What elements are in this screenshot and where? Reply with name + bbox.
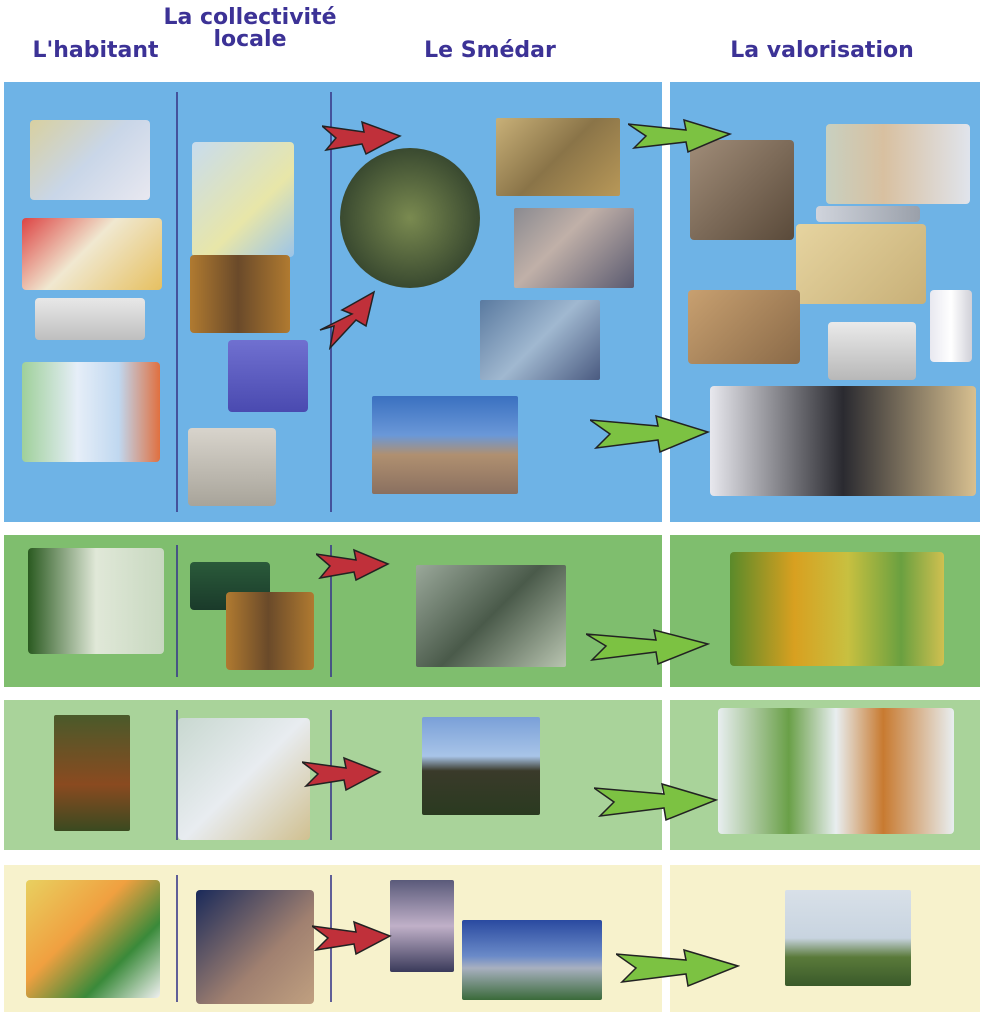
incineration-plant-image xyxy=(462,920,602,1000)
header-collectivite: La collectivité locale xyxy=(160,7,340,51)
green-arrow-green-waste xyxy=(594,782,718,822)
header-collectivite-line2: locale xyxy=(213,27,287,52)
metal-bales-image xyxy=(514,208,634,288)
glass-bottles-image xyxy=(28,548,164,654)
header-smedar: Le Smédar xyxy=(424,38,556,63)
garden-waste-image xyxy=(54,715,130,831)
plastic-bales-image xyxy=(480,300,600,380)
composting-image xyxy=(422,717,540,815)
header-valorisation: La valorisation xyxy=(730,38,914,63)
wrench-image xyxy=(816,206,920,222)
cardboard-box-image xyxy=(688,290,800,364)
green-bin-image xyxy=(178,718,310,840)
grey-container-image xyxy=(188,428,276,506)
green-arrow-glass xyxy=(586,628,710,666)
green-arrow-to-metals xyxy=(628,118,732,154)
red-arrow-to-sorting-1 xyxy=(322,120,402,156)
blue-container-image xyxy=(228,340,308,412)
packaging-boxes-image xyxy=(22,218,162,290)
red-arrow-to-sorting-2 xyxy=(319,290,376,350)
divider-collectivite-smedar-2 xyxy=(330,545,332,677)
paper-bales-image xyxy=(496,118,620,196)
divider-habitant-collectivite-1 xyxy=(176,92,178,512)
divider-habitant-collectivite-4 xyxy=(176,875,178,1002)
paper-stack-image xyxy=(828,322,916,380)
food-waste-image xyxy=(26,880,160,998)
packaging-cans-image xyxy=(30,120,150,200)
crushed-glass-image xyxy=(416,565,566,667)
divider-habitant-collectivite-2 xyxy=(176,545,178,677)
waste-pile-image xyxy=(372,396,518,494)
textiles-image xyxy=(710,386,976,496)
household-bin-image xyxy=(196,890,314,1004)
divider-habitant-collectivite-3 xyxy=(176,710,178,840)
incineration-interior-image xyxy=(390,880,454,972)
cans-iron-image xyxy=(826,124,970,204)
divider-collectivite-smedar-1 xyxy=(330,92,332,512)
sorting-center-image xyxy=(340,148,480,288)
engine-block-image xyxy=(690,140,794,240)
red-arrow-glass xyxy=(316,548,390,582)
header-collectivite-line1: La collectivité xyxy=(163,5,337,30)
new-bottles-image xyxy=(730,552,944,666)
wooden-glass-container-image xyxy=(226,592,314,670)
plastic-bottles-image xyxy=(22,362,160,462)
red-arrow-green-waste xyxy=(302,756,382,792)
compost-bags-image xyxy=(718,708,954,834)
wooden-collection-container-image xyxy=(190,255,290,333)
newspapers-image xyxy=(35,298,145,340)
header-habitant: L'habitant xyxy=(32,38,159,63)
green-arrow-household xyxy=(616,948,740,988)
paper-roll-image xyxy=(930,290,972,362)
electricity-pylons-image xyxy=(785,890,911,986)
cardboard-sheets-image xyxy=(796,224,926,304)
red-arrow-household xyxy=(312,920,392,956)
yellow-blue-bins-image xyxy=(192,142,294,257)
green-arrow-to-textiles xyxy=(590,414,710,454)
